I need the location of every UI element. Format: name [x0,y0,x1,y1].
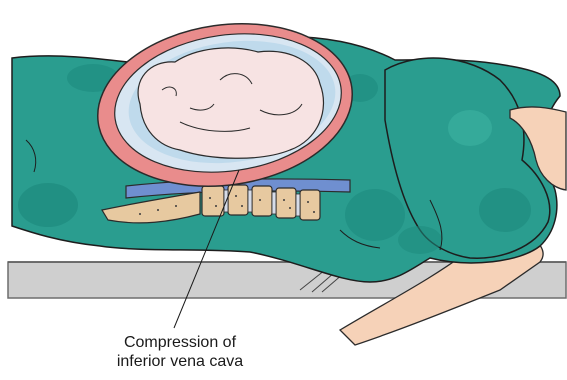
annotation-label-line1: Compression of [70,333,290,352]
annotation-label-line2: inferior vena cava [70,352,290,371]
fetus [138,48,323,158]
